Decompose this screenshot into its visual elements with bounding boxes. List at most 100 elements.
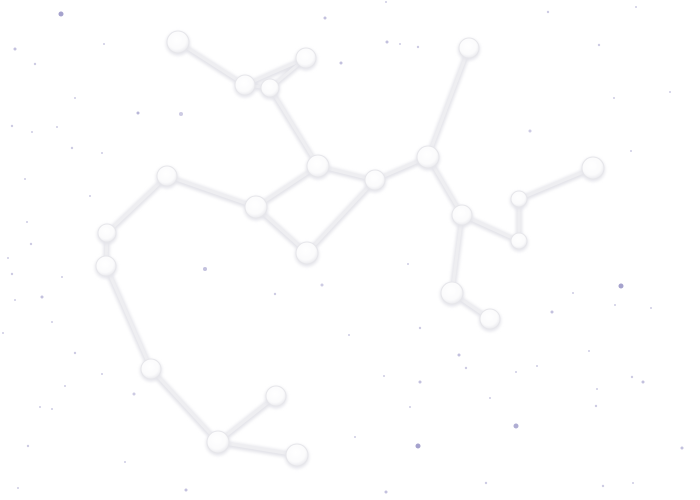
dust-particle: [7, 257, 9, 259]
dust-particle: [484, 481, 488, 485]
dust-particle: [418, 380, 422, 384]
dust-particle: [457, 353, 461, 357]
dust-particle: [101, 373, 103, 375]
network-node: [510, 232, 528, 252]
dust-particle: [669, 91, 671, 93]
network-link: [105, 174, 169, 235]
dust-particle: [273, 292, 277, 296]
background-particles: [2, 1, 684, 494]
dust-particle: [515, 371, 517, 373]
dust-particle: [70, 146, 74, 150]
dust-particle: [101, 152, 103, 154]
dust-particle: [58, 11, 64, 17]
dust-particle: [641, 380, 645, 384]
dust-particle: [10, 272, 14, 276]
network-node: [166, 30, 190, 56]
network-node: [510, 190, 528, 210]
dust-particle: [550, 310, 554, 314]
dust-particle: [528, 129, 532, 133]
network-node: [295, 241, 319, 267]
network-node: [244, 195, 268, 221]
dust-particle: [385, 1, 387, 3]
dust-particle: [184, 488, 188, 492]
dust-particle: [464, 366, 468, 370]
dust-particle: [136, 111, 140, 115]
dust-particle: [124, 461, 126, 463]
network-node: [285, 443, 309, 469]
dust-particle: [618, 283, 624, 289]
network-node: [581, 156, 605, 182]
network-link: [216, 440, 299, 457]
dust-particle: [17, 487, 19, 489]
dust-particle: [73, 351, 77, 355]
dust-particle: [630, 375, 634, 379]
network-link: [176, 40, 247, 87]
network-node: [440, 281, 464, 307]
dust-particle: [632, 482, 634, 484]
network-node: [156, 165, 178, 189]
network-link: [426, 46, 471, 159]
dust-particle: [132, 392, 136, 396]
dust-particle: [650, 307, 652, 309]
dust-particle: [10, 124, 14, 128]
dust-particle: [33, 62, 37, 66]
dust-particle: [39, 406, 41, 408]
dust-particle: [89, 195, 91, 197]
network-node: [206, 430, 230, 456]
network-link: [268, 86, 320, 168]
dust-particle: [614, 304, 616, 306]
dust-particle: [2, 332, 4, 334]
dust-particle: [320, 283, 324, 287]
network-node: [97, 223, 117, 245]
dust-particle: [64, 385, 66, 387]
dust-particle: [13, 47, 17, 51]
dust-particle: [536, 365, 538, 367]
network-node: [95, 255, 117, 279]
dust-particle: [546, 10, 550, 14]
network-node: [451, 204, 473, 228]
dust-particle: [385, 40, 389, 44]
network-node: [140, 358, 162, 382]
dust-particle: [513, 423, 519, 429]
network-node: [479, 308, 501, 332]
dust-particle: [61, 276, 63, 278]
dust-particle: [51, 321, 53, 323]
dust-particle: [354, 436, 356, 438]
dust-particle: [26, 444, 30, 448]
dust-particle: [407, 263, 409, 265]
dust-particle: [409, 406, 411, 408]
dust-particle: [596, 388, 598, 390]
dust-particle: [339, 61, 343, 65]
dust-particle: [601, 484, 605, 488]
network-node: [295, 47, 317, 71]
dust-particle: [40, 295, 44, 299]
dust-particle: [594, 404, 598, 408]
network-node: [416, 145, 440, 171]
dust-particle: [680, 446, 684, 450]
network-link: [216, 394, 278, 444]
dust-particle: [24, 178, 26, 180]
network-link: [305, 178, 377, 255]
dust-particle: [416, 45, 420, 49]
dust-particle: [384, 490, 388, 494]
network-node: [364, 169, 386, 193]
network-link: [450, 213, 464, 295]
dust-particle: [348, 334, 350, 336]
dust-particle: [383, 375, 385, 377]
dust-particle: [588, 350, 590, 352]
network-link: [104, 264, 153, 371]
network-node: [260, 78, 280, 100]
network-link: [517, 166, 595, 201]
dust-particle: [418, 326, 422, 330]
dust-particle: [323, 16, 327, 20]
network-nodes: [95, 30, 605, 469]
network-node: [265, 385, 287, 409]
dust-particle: [203, 267, 207, 271]
dust-particle: [31, 131, 33, 133]
dust-particle: [489, 397, 491, 399]
dust-particle: [630, 150, 632, 152]
dust-particle: [29, 242, 33, 246]
network-link: [149, 367, 220, 444]
dust-particle: [415, 443, 421, 449]
